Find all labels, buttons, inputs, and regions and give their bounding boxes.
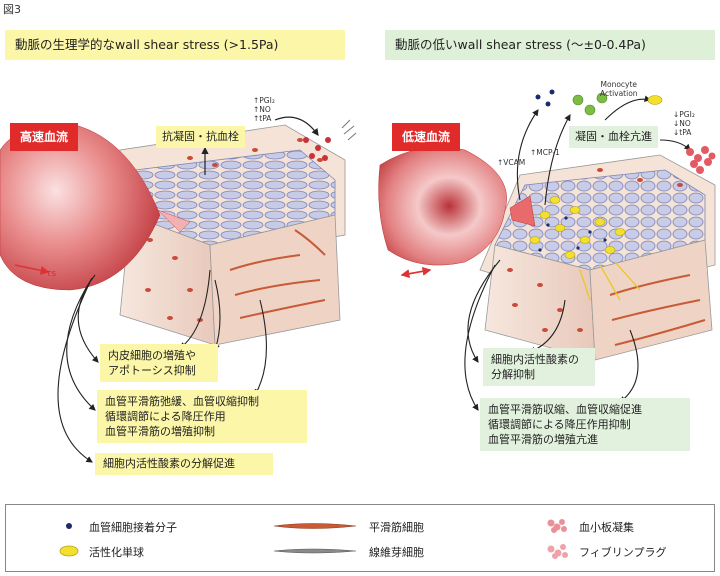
- box-line: 循環調節による降圧作用: [105, 410, 226, 423]
- legend-label: 血小板凝集: [579, 521, 634, 534]
- platelet-aggregation-icon: [547, 519, 567, 533]
- tau-label: τs: [46, 269, 57, 279]
- left-panel-title: 動脈の生理学的なwall shear stress (>1.5Pa): [5, 30, 345, 60]
- box-line: 血管平滑筋の増殖亢進: [488, 433, 598, 446]
- box-line: 血管平滑筋弛緩、血管収縮抑制: [105, 395, 259, 408]
- legend: 血管細胞接着分子 活性化単球 平滑筋細胞 線維芽細胞 血小板凝集 フィブリンプラ…: [5, 504, 715, 572]
- mediator-tpa: ↑tPA: [253, 114, 272, 123]
- right-box-smooth-muscle: 血管平滑筋収縮、血管収縮促進 循環調節による降圧作用抑制 血管平滑筋の増殖亢進: [480, 398, 690, 451]
- mediator-no: ↓NO: [673, 119, 691, 128]
- right-mediators: ↓PGI₂ ↓NO ↓tPA: [673, 110, 695, 137]
- box-line: アポトーシス抑制: [108, 364, 196, 377]
- left-box-ros: 細胞内活性酸素の分解促進: [95, 453, 273, 475]
- left-box-endothelial: 内皮細胞の増殖や アポトーシス抑制: [100, 344, 218, 382]
- legend-label: フィブリンプラグ: [579, 546, 667, 559]
- box-line: 内皮細胞の増殖や: [108, 349, 196, 362]
- label-line: Monocyte: [600, 80, 638, 89]
- activated-monocyte-icon: [59, 545, 79, 557]
- left-flow-tag: 高速血流: [10, 123, 79, 151]
- box-line: 血管平滑筋の増殖抑制: [105, 425, 215, 438]
- adhesion-molecule-icon: [66, 523, 72, 529]
- right-flow-tag: 低速血流: [392, 123, 461, 151]
- vcam-label: ↑VCAM: [497, 158, 526, 167]
- right-box-ros: 細胞内活性酸素の 分解抑制: [483, 348, 595, 386]
- mediator-no: ↑NO: [253, 105, 271, 114]
- right-blood-flow: [378, 146, 507, 266]
- coag-label: 凝固・血栓亢進: [569, 126, 658, 148]
- box-line: 循環調節による降圧作用抑制: [488, 418, 631, 431]
- label-line: Activation: [600, 89, 638, 98]
- mcp1-label: ↑MCP-1: [530, 148, 560, 157]
- box-line: 分解抑制: [491, 368, 535, 381]
- mediator-tpa: ↓tPA: [673, 128, 692, 137]
- monocyte-activation-label: Monocyte Activation: [600, 80, 638, 98]
- figure-label: 図3: [3, 3, 21, 16]
- fibrin-plug-icon: [547, 544, 568, 559]
- fibroblast-icon: [273, 548, 357, 554]
- right-panel-title: 動脈の低いwall shear stress (～±0-0.4Pa): [385, 30, 715, 60]
- anticoag-label: 抗凝固・抗血栓: [156, 126, 245, 148]
- smooth-muscle-cell-icon: [273, 523, 357, 529]
- mediator-pgi2: ↑PGI₂: [253, 96, 275, 105]
- box-line: 血管平滑筋収縮、血管収縮促進: [488, 403, 642, 416]
- legend-label: 活性化単球: [89, 546, 144, 559]
- legend-icons: [59, 519, 568, 559]
- legend-label: 線維芽細胞: [369, 546, 424, 559]
- box-line: 細胞内活性酸素の: [491, 353, 579, 366]
- right-vessel-wall: [479, 154, 716, 361]
- mediator-pgi2: ↓PGI₂: [673, 110, 695, 119]
- legend-label: 平滑筋細胞: [369, 521, 424, 534]
- left-mediators: ↑PGI₂ ↑NO ↑tPA: [253, 96, 275, 123]
- legend-label: 血管細胞接着分子: [89, 521, 177, 534]
- left-box-smooth-muscle: 血管平滑筋弛緩、血管収縮抑制 循環調節による降圧作用 血管平滑筋の増殖抑制: [97, 390, 307, 443]
